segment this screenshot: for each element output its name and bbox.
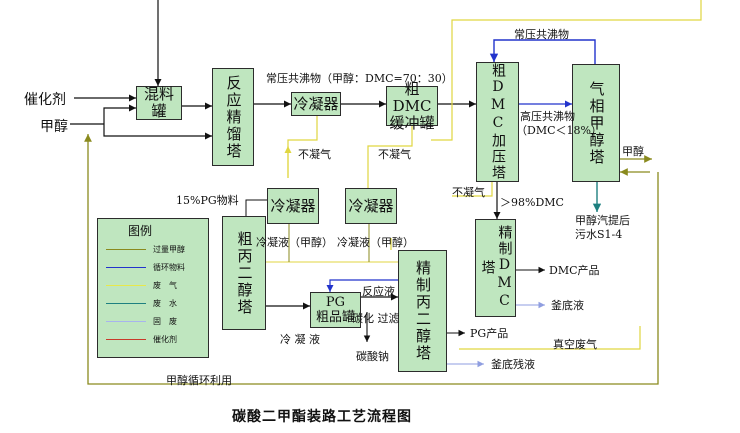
refined-dmc-column: 精制DMC塔 <box>475 219 516 317</box>
label-non-condensable-1: 不凝气 <box>298 148 331 161</box>
label-hp-azeotrope-ratio: （DMC＜18%） <box>516 124 602 137</box>
condenser-1: 冷凝器 <box>291 92 341 116</box>
legend-label: 固 废 <box>153 317 177 326</box>
label-non-condensable-2: 不凝气 <box>378 148 411 161</box>
label-condensate-2: 冷凝液（甲醇） <box>337 236 414 249</box>
label-dmc-98: ＞98%DMC <box>500 196 564 209</box>
line-vacuum-gas <box>459 326 641 350</box>
legend-swatch <box>106 285 146 286</box>
legend-item: 催化剂 <box>106 334 206 344</box>
label-dmc-product: DMC产品 <box>549 264 600 277</box>
line-gas-col <box>452 182 493 197</box>
legend-label: 循环物料 <box>153 263 185 272</box>
condenser-3: 冷凝器 <box>345 188 397 224</box>
line-recycle-blue <box>326 279 420 292</box>
label-wastewater-2: 污水S1-4 <box>575 228 623 241</box>
legend-item: 固 废 <box>106 316 206 326</box>
legend-swatch <box>106 321 146 322</box>
line-methanol-recycle <box>84 134 659 385</box>
label-catalyst: 催化剂 <box>24 92 66 108</box>
legend-label: 催化剂 <box>153 335 177 344</box>
line-waste-gas-top <box>431 0 702 141</box>
label-azeotrope-top: 常压共沸物 <box>514 28 569 41</box>
diagram-title: 碳酸二甲酯装路工艺流程图 <box>232 409 412 425</box>
legend-item: 废 水 <box>106 298 206 308</box>
legend-item: 循环物料 <box>106 262 206 272</box>
legend-item: 废 气 <box>106 280 206 290</box>
label-pg-product: PG产品 <box>470 327 509 340</box>
condenser-2: 冷凝器 <box>267 188 319 224</box>
label-sodium-carbonate: 碳酸钠 <box>356 350 389 363</box>
line-methanol-bypass <box>103 124 212 140</box>
legend-swatch <box>106 267 146 268</box>
line-methanol-up <box>103 104 136 124</box>
legend-item: 过量甲醇 <box>106 244 206 254</box>
label-kettle-residue: 釜底残液 <box>491 358 535 371</box>
reaction-tower: 反应精馏塔 <box>212 68 254 166</box>
legend: 图例 过量甲醇 循环物料 废 气 废 水 固 废 催化剂 <box>97 218 209 358</box>
legend-label: 过量甲醇 <box>153 245 185 254</box>
label-hp-azeotrope: 高压共沸物 <box>520 110 575 123</box>
line-gas-cond1 <box>287 116 318 178</box>
line-crude-pg-cond <box>245 199 267 216</box>
crude-propanediol-column: 粗丙二醇塔 <box>222 216 266 330</box>
label-azeotrope-ratio: 常压共沸物（甲醇：DMC=70：30） <box>266 72 453 85</box>
label-reaction-liquid: 反应液 <box>362 285 395 298</box>
label-non-condensable-3: 不凝气 <box>452 186 485 199</box>
label-condensate-3: 冷 凝 液 <box>280 333 320 346</box>
crude-dmc-buffer-tank: 粗DMC 缓冲罐 <box>386 80 438 131</box>
legend-swatch <box>106 339 146 340</box>
line-gas-buffer <box>367 126 413 188</box>
label-kettle-liquid: 釜底液 <box>551 299 584 312</box>
label-methanol-recycle: 甲醇循环利用 <box>166 374 232 387</box>
legend-label: 废 水 <box>153 299 177 308</box>
label-methanol-out: 甲醇 <box>622 145 644 158</box>
label-vacuum-waste-gas: 真空废气 <box>553 338 597 351</box>
legend-title: 图例 <box>128 224 153 238</box>
legend-swatch <box>106 303 146 304</box>
label-condensate-1: 冷凝液（甲醇） <box>256 236 333 249</box>
legend-swatch <box>106 249 146 250</box>
line-top-recycle <box>489 39 596 64</box>
crude-dmc-pressure-column: 粗DMC加压塔 <box>476 62 519 182</box>
gas-methanol-column: 气相甲醇塔 <box>572 64 620 182</box>
refined-propanediol-column: 精制丙二醇塔 <box>398 250 447 372</box>
label-pg-material: 15%PG物料 <box>176 194 239 207</box>
label-filtration: 碳化 过滤 <box>352 312 400 325</box>
label-wastewater-1: 甲醇汽提后 <box>575 214 630 227</box>
pg-crude-tank: PG 粗品罐 <box>310 292 361 328</box>
legend-label: 废 气 <box>153 281 177 290</box>
label-methanol-in: 甲醇 <box>40 119 68 135</box>
mixing-tank: 混料罐 <box>136 86 182 120</box>
